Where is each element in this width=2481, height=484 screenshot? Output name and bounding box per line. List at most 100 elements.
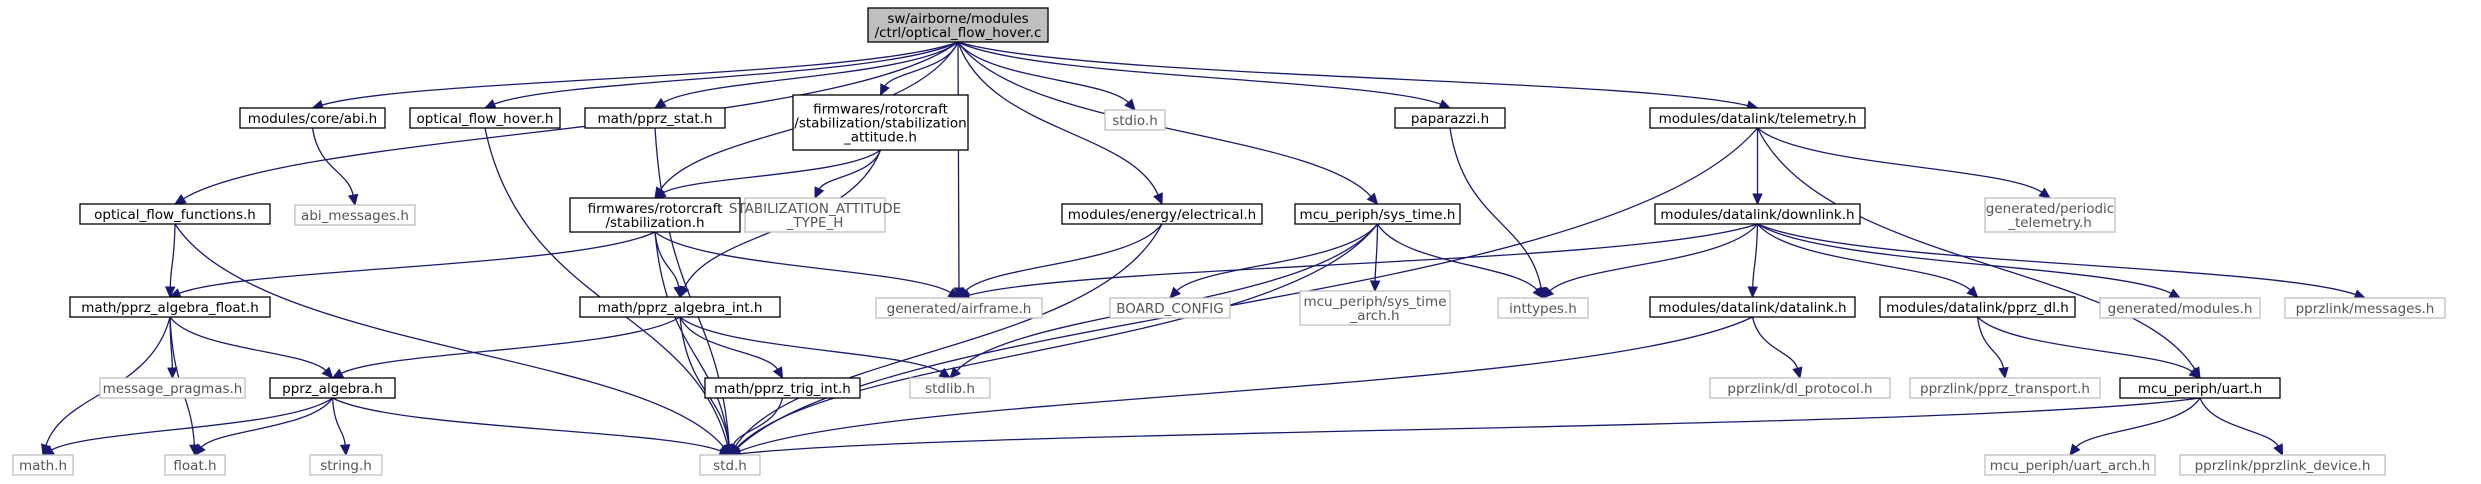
node-label: mcu_periph/uart_arch.h — [1990, 458, 2151, 474]
arrow-head-icon — [194, 443, 206, 456]
node-label: mcu_periph/sys_time.h — [1300, 207, 1456, 223]
edge-line — [1756, 223, 1972, 292]
node-pprzlink-device: pprzlink/pprzlink_device.h — [2179, 454, 2386, 476]
edge-root-to-telemetry — [957, 41, 1759, 111]
node-label: modules/datalink/telemetry.h — [1659, 111, 1857, 127]
node-stdio: stdio.h — [1104, 109, 1166, 131]
arrow-head-icon — [949, 366, 962, 379]
node-off[interactable]: optical_flow_functions.h — [79, 203, 271, 225]
edge-line — [734, 223, 1163, 448]
node-box — [2284, 297, 2446, 319]
edge-line — [311, 127, 355, 197]
node-uart[interactable]: mcu_periph/uart.h — [2119, 377, 2281, 399]
edge-root-to-stdio — [957, 41, 1136, 111]
node-alg-int[interactable]: math/pprz_algebra_int.h — [579, 296, 781, 318]
node-box — [69, 296, 271, 318]
node-label: pprzlink/dl_protocol.h — [1727, 381, 1872, 397]
edge-pprz-algebra-to-std — [332, 397, 732, 456]
node-label: math/pprz_trig_int.h — [714, 381, 851, 397]
node-box — [584, 107, 726, 129]
node-abi[interactable]: modules/core/abi.h — [239, 107, 386, 129]
arrow-head-icon — [483, 99, 497, 109]
edge-line — [957, 41, 960, 290]
edge-line — [679, 316, 943, 374]
node-label: modules/core/abi.h — [248, 111, 377, 127]
node-label: math/pprz_algebra_int.h — [598, 300, 763, 316]
node-label: _arch.h — [1349, 308, 1399, 324]
arrow-head-icon — [1438, 99, 1452, 109]
node-box — [164, 454, 226, 476]
node-root[interactable]: sw/airborne/modules/ctrl/optical_flow_ho… — [867, 7, 1049, 43]
node-box — [2099, 297, 2261, 319]
node-paparazzi[interactable]: paparazzi.h — [1394, 107, 1506, 129]
edge-downlink-to-airframe — [957, 223, 1758, 301]
edge-line — [662, 41, 959, 104]
arrow-head-icon — [814, 186, 825, 200]
edge-line — [1757, 223, 2173, 295]
node-alg-float[interactable]: math/pprz_algebra_float.h — [69, 296, 271, 318]
node-box — [409, 107, 561, 129]
node-label: std.h — [713, 458, 747, 474]
node-downlink[interactable]: modules/datalink/downlink.h — [1654, 203, 1861, 225]
edge-stab-to-airframe — [654, 231, 961, 299]
edge-line — [169, 223, 176, 289]
arrow-head-icon — [1792, 366, 1803, 380]
node-label: modules/datalink/datalink.h — [1658, 300, 1846, 316]
edge-off-to-std — [174, 223, 731, 456]
edge-uart-to-std — [728, 397, 2201, 460]
edge-line — [1976, 316, 2005, 370]
edge-alg-int-to-stdlib — [679, 316, 952, 379]
edge-line — [957, 41, 1373, 198]
edge-root-to-sys-time — [957, 41, 1379, 205]
edge-line — [1374, 223, 1379, 283]
node-box — [1984, 454, 2156, 476]
edge-downlink-to-gen-modules — [1757, 223, 2182, 299]
node-label: float.h — [173, 458, 216, 474]
node-box — [1649, 107, 1866, 129]
node-label: inttypes.h — [1509, 301, 1577, 317]
arrow-head-icon — [947, 287, 961, 299]
edge-line — [200, 397, 334, 449]
node-trig-int[interactable]: math/pprz_trig_int.h — [704, 377, 861, 399]
node-telemetry[interactable]: modules/datalink/telemetry.h — [1649, 107, 1866, 129]
node-box — [579, 296, 781, 318]
arrow-head-icon — [173, 193, 187, 205]
node-electrical[interactable]: modules/energy/electrical.h — [1061, 203, 1263, 225]
edge-pprz-dl-to-pprz-transport — [1976, 316, 2009, 380]
arrow-head-icon — [879, 83, 890, 97]
node-string: string.h — [309, 454, 383, 476]
edge-line — [174, 223, 725, 449]
node-pprz-algebra[interactable]: pprz_algebra.h — [269, 377, 396, 399]
edge-pprz-stat-to-std — [654, 127, 735, 457]
node-box — [792, 94, 969, 151]
node-stab-att-type: STABILIZATION_ATTITUDE_TYPE_H — [729, 197, 901, 233]
edge-downlink-to-inttypes — [1542, 223, 1759, 299]
node-label: STABILIZATION_ATTITUDE — [729, 201, 901, 217]
node-label: mcu_periph/uart.h — [2138, 381, 2262, 397]
node-label: pprzlink/pprz_transport.h — [1920, 381, 2090, 397]
node-box — [1654, 203, 1861, 225]
edge-line — [50, 397, 333, 451]
edge-line — [1548, 223, 1759, 292]
node-pprz-dl[interactable]: modules/datalink/pprz_dl.h — [1879, 296, 2076, 318]
node-datalink[interactable]: modules/datalink/datalink.h — [1649, 296, 1856, 318]
node-box — [1394, 107, 1506, 129]
node-box — [99, 377, 246, 399]
node-sys-time[interactable]: mcu_periph/sys_time.h — [1294, 203, 1461, 225]
arrow-head-icon — [1124, 98, 1136, 111]
arrow-head-icon — [339, 444, 351, 457]
node-pprz-stat[interactable]: math/pprz_stat.h — [584, 107, 726, 129]
node-stab[interactable]: firmwares/rotorcraft/stabilization.h — [569, 197, 741, 233]
edge-line — [818, 149, 882, 191]
node-ofh[interactable]: optical_flow_hover.h — [409, 107, 561, 129]
edge-line — [736, 127, 1758, 450]
edge-line — [957, 41, 1160, 196]
arrow-head-icon — [1532, 286, 1544, 299]
node-label: pprz_algebra.h — [282, 381, 383, 397]
node-box — [2119, 377, 2281, 399]
node-box — [1294, 203, 1461, 225]
arrow-head-icon — [772, 366, 784, 380]
node-stab-att[interactable]: firmwares/rotorcraft/stabilization/stabi… — [792, 94, 969, 151]
node-box — [309, 454, 383, 476]
